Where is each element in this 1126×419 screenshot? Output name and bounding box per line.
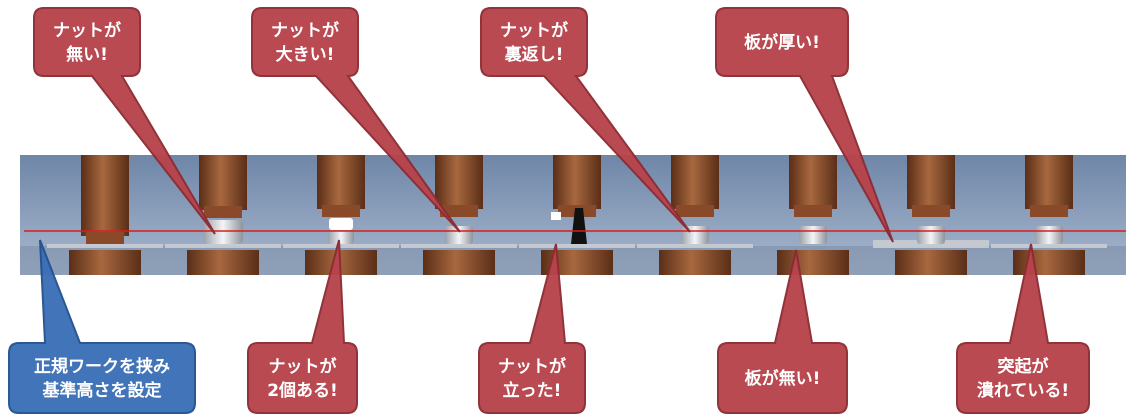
plate: [47, 244, 163, 248]
nut: [329, 218, 353, 230]
upper-punch-tip: [912, 205, 950, 217]
upper-punch: [1025, 155, 1073, 209]
plate: [401, 244, 517, 248]
callout-layer: ナットが無い!ナットが大きい!ナットが裏返し!板が厚い!正規ワークを挟み基準高さ…: [8, 7, 1090, 414]
nut-fragment: [551, 212, 561, 220]
station-4: [401, 155, 517, 275]
lower-die: [895, 250, 967, 275]
upper-punch-tip: [322, 205, 360, 217]
upper-punch: [317, 155, 365, 209]
callout-text-line: 立った!: [503, 380, 562, 401]
upper-punch: [81, 155, 129, 236]
nut: [445, 226, 473, 244]
lower-die: [69, 250, 141, 275]
callout-no-plate: 板が無い!: [717, 249, 848, 414]
callout-text-line: ナットが: [498, 356, 566, 377]
upper-punch: [553, 155, 601, 209]
upper-punch: [199, 155, 247, 210]
plate: [283, 244, 399, 248]
callout-bubble: [33, 7, 216, 235]
nut: [203, 220, 243, 244]
callout-text-line: 突起が: [998, 356, 1049, 377]
callout-text-line: 無い!: [66, 44, 108, 65]
callout-text-line: ナットが: [53, 20, 121, 41]
nut: [328, 231, 354, 244]
callout-text-line: ナットが: [271, 20, 339, 41]
nut: [799, 226, 827, 244]
upper-punch: [671, 155, 719, 209]
callout-bubble: [956, 243, 1090, 414]
nut: [917, 226, 945, 244]
lower-die: [659, 250, 731, 275]
standing-nut: [571, 208, 587, 244]
upper-punch-tip: [676, 205, 714, 217]
upper-punch-tip: [204, 206, 242, 218]
callout-bubble: [480, 7, 691, 233]
nut: [1035, 226, 1063, 244]
upper-punch-tip: [794, 205, 832, 217]
callout-text-line: 基準高さを設定: [42, 380, 162, 401]
callout-text-line: 正規ワークを挟み: [34, 356, 170, 377]
callout-bubble: [8, 239, 196, 414]
callout-bubble: [247, 239, 358, 414]
callout-bubble: [251, 7, 461, 233]
lower-die: [187, 250, 259, 275]
callout-bubble: [717, 249, 848, 414]
callout-text-line: 大きい!: [276, 44, 335, 65]
upper-punch-tip: [440, 205, 478, 217]
upper-punch: [435, 155, 483, 209]
callout-bubble: [715, 7, 894, 243]
nut: [681, 226, 709, 244]
callout-text-line: 板が無い!: [745, 368, 821, 389]
station-2: [165, 155, 281, 275]
callout-text-line: ナットが: [269, 356, 337, 377]
upper-punch-tip: [86, 232, 124, 244]
callout-text-line: 板が厚い!: [744, 32, 820, 53]
callout-text-line: ナットが: [500, 20, 568, 41]
callout-text-line: 潰れている!: [977, 380, 1069, 401]
plate: [165, 244, 281, 248]
plate: [637, 244, 753, 248]
callout-bubble: [478, 243, 586, 414]
plate: [519, 244, 635, 248]
station-1: [47, 155, 163, 275]
upper-punch: [907, 155, 955, 209]
station-6: [637, 155, 753, 275]
callout-thick-plate: 板が厚い!: [715, 7, 894, 243]
upper-punch-tip: [1030, 205, 1068, 217]
callout-text-line: 2個ある!: [267, 380, 338, 401]
callout-two-nuts: ナットが 2個ある!: [247, 239, 358, 414]
press-stations: [47, 155, 1107, 275]
callout-text-line: 裏返し!: [504, 44, 564, 65]
lower-die: [1013, 250, 1085, 275]
upper-punch: [789, 155, 837, 209]
lower-die: [423, 250, 495, 275]
station-8: [873, 155, 989, 275]
lower-die: [777, 250, 849, 275]
plate: [991, 244, 1107, 248]
